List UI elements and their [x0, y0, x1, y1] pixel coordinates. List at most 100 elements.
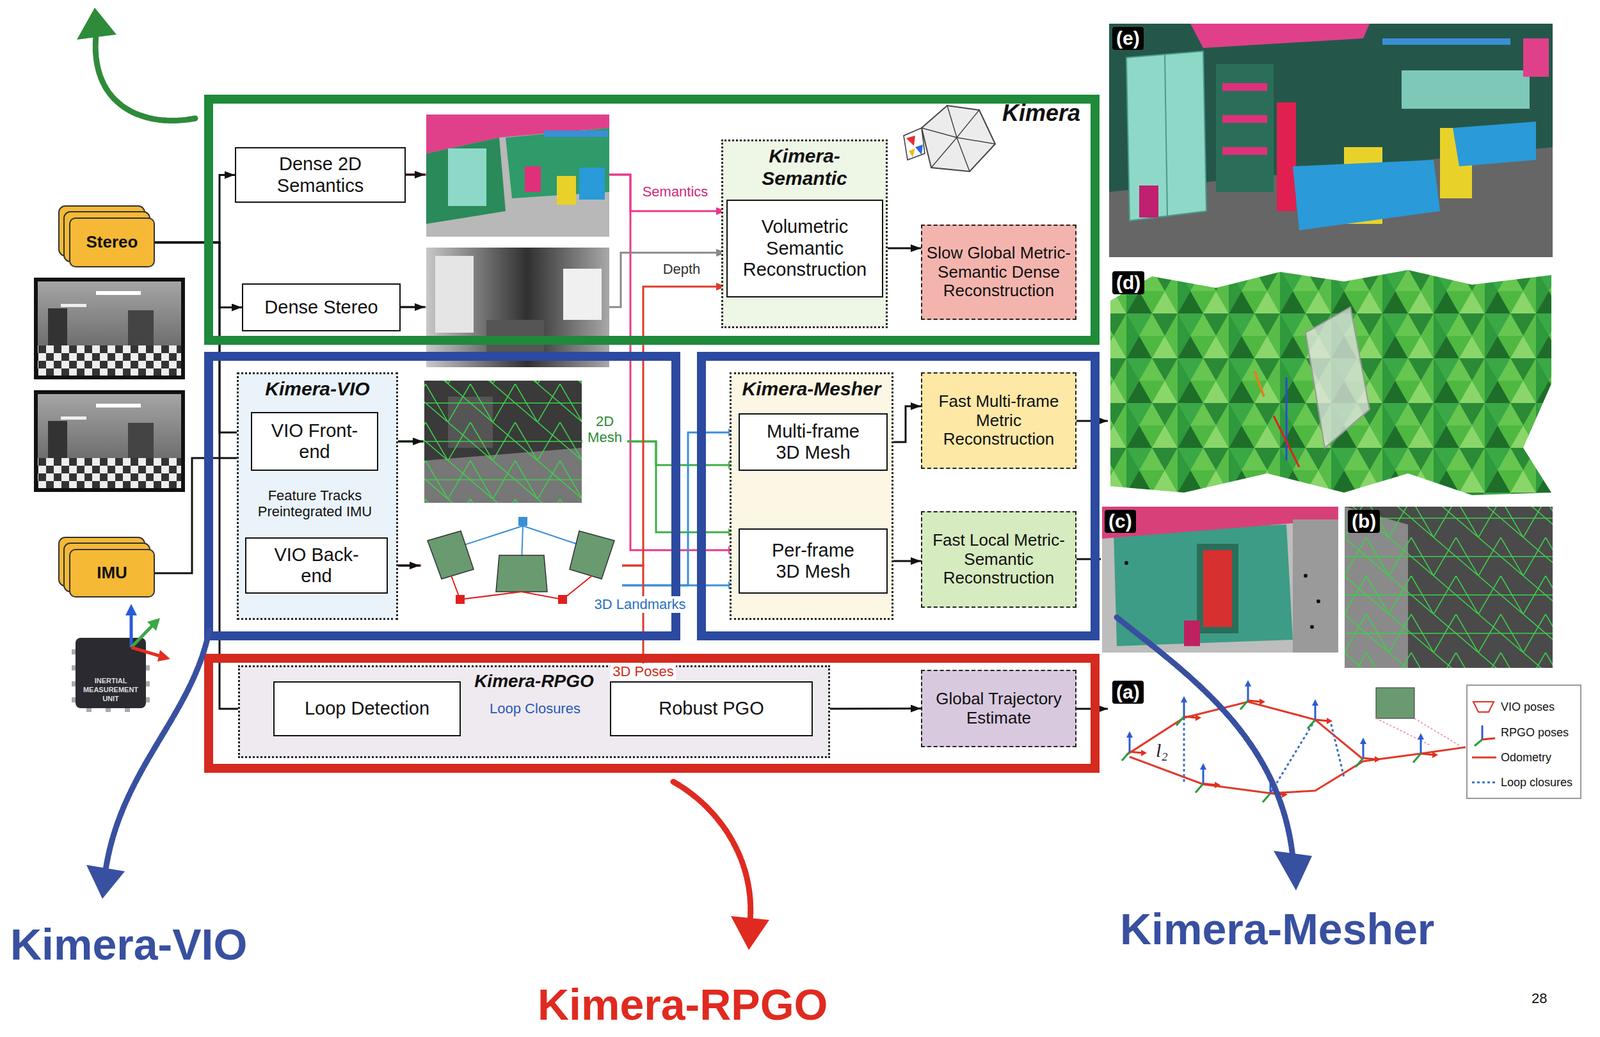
box-label: Slow Global Metric-Semantic Dense Recons…	[922, 243, 1076, 302]
edge-symbol: l₂	[1155, 739, 1168, 763]
camera-image	[128, 310, 154, 346]
mesh-panel	[1110, 270, 1552, 496]
mesh-panel	[1273, 416, 1300, 468]
imu-chip	[145, 665, 150, 671]
imu-chip	[129, 613, 134, 648]
imu-chip	[131, 625, 153, 648]
label-holder: Kimera-RPGO	[537, 983, 828, 1027]
label-holder: 28	[1531, 990, 1547, 1007]
camera-image	[37, 394, 182, 489]
module-frame	[701, 356, 1096, 637]
room-panel	[1124, 561, 1129, 566]
camera-image	[128, 423, 154, 459]
semantic-image	[556, 176, 576, 205]
mesh-panel	[1285, 377, 1288, 461]
process-box: Per-frame 3D Mesh	[738, 528, 888, 594]
process-box: Loop Detection	[273, 681, 461, 737]
curly-arrow	[86, 865, 125, 900]
pose-graph-image	[427, 531, 474, 580]
wireframe-panel	[1344, 506, 1553, 669]
imu-chip	[71, 649, 76, 655]
label-holder: (c)	[1104, 510, 1136, 534]
legend-item: VIO poses	[1500, 700, 1555, 715]
wireframe-panel	[1344, 506, 1553, 669]
room-panel	[1292, 519, 1339, 653]
curly-arrow	[1273, 851, 1312, 891]
curly-arrow	[95, 35, 196, 121]
camera-image	[33, 277, 185, 493]
label-holder: Kimera-VIO	[10, 922, 248, 967]
edge-label: Loop Closures	[489, 700, 581, 717]
imu-chip	[145, 681, 150, 687]
legend-text: RPGO poses	[1500, 725, 1569, 740]
edge-label: 2D Mesh	[584, 413, 625, 447]
process-box: Robust PGO	[609, 681, 813, 737]
label-holder: (d)	[1112, 271, 1145, 295]
scene-panel	[1452, 121, 1536, 167]
module-name: Kimera-VIO	[10, 922, 248, 967]
label-patch: Depth	[660, 261, 704, 278]
label-patch: Loop Closures	[487, 700, 584, 718]
kimera-logo	[921, 105, 996, 172]
trajectory-panel	[1355, 737, 1381, 768]
scene-panel	[1382, 38, 1511, 45]
panel-tag: (b)	[1347, 510, 1380, 534]
semantic-image	[544, 130, 608, 137]
camera-image	[60, 304, 87, 308]
imu-chip	[71, 697, 76, 703]
scene-panel	[1190, 23, 1370, 48]
module-title: Kimera-RPGO	[240, 671, 829, 692]
process-box: VIO Back-end	[245, 537, 388, 594]
trajectory-panel	[1331, 724, 1344, 778]
label-patch: Semantics	[640, 183, 712, 201]
camera-image	[37, 345, 182, 376]
edge-label: Feature Tracks Preintegrated IMU	[244, 487, 386, 521]
process-box: VIO Front-end	[250, 412, 379, 472]
scene-panel	[1216, 64, 1274, 192]
flow-arrow	[378, 174, 1108, 710]
semantic-image	[426, 114, 610, 237]
pose-graph-image	[518, 517, 528, 527]
box-label: VIO Back-end	[263, 544, 370, 588]
process-box: Dense 2D Semantics	[234, 147, 406, 203]
room-panel	[1203, 550, 1232, 628]
legend-item: Loop closures	[1500, 775, 1573, 790]
box-label: Robust PGO	[658, 698, 764, 720]
box-label: Global Trajectory Estimate	[922, 689, 1076, 729]
scene-panel	[1222, 115, 1268, 123]
trajectory-panel	[1176, 696, 1202, 726]
label-patch: Feature Tracks Preintegrated IMU	[241, 487, 388, 521]
curly-arrow	[1116, 617, 1293, 858]
camera-image	[96, 291, 141, 296]
box-label: Multi-frame 3D Mesh	[760, 421, 866, 464]
module-title: Kimera-VIO	[238, 378, 397, 401]
scene-panel	[1276, 102, 1296, 212]
label-holder: (b)	[1347, 510, 1380, 534]
scene-panel	[1139, 185, 1159, 218]
imu-chip	[124, 708, 130, 713]
camera-image	[33, 390, 185, 493]
module-box: Kimera-SemanticVolumetric Semantic Recon…	[721, 139, 888, 329]
trajectory-panel	[1121, 731, 1147, 761]
room-panel	[1316, 599, 1321, 604]
label-holder: Kimera	[1002, 99, 1081, 127]
legend-text: Odometry	[1500, 750, 1552, 765]
module-frame	[208, 99, 1096, 341]
legend-box	[1472, 782, 1497, 784]
edge-label: Depth	[663, 261, 701, 278]
semantic-image	[579, 167, 605, 200]
legend-box	[1481, 725, 1484, 740]
camera-image	[60, 416, 87, 420]
module-name: Kimera-RPGO	[537, 983, 828, 1027]
scene-panel	[1523, 38, 1549, 77]
camera-image	[37, 458, 182, 489]
semantic-image	[426, 137, 506, 224]
trajectory-panel	[1240, 680, 1266, 710]
kimera-logo	[908, 148, 916, 158]
kimera-logo	[903, 105, 996, 172]
mesh-panel	[1109, 268, 1553, 497]
box-label: Dense Stereo	[264, 296, 378, 319]
pose-graph-image	[521, 592, 563, 600]
scene-panel	[1126, 51, 1207, 221]
mesh-image	[424, 380, 582, 504]
